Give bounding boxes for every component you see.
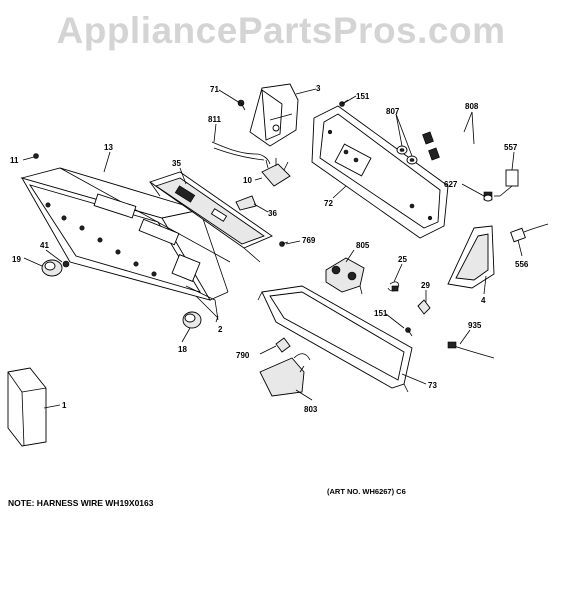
callout-151-top: 151 [356, 92, 370, 101]
harness-note: NOTE: HARNESS WIRE WH19X0163 [8, 498, 154, 508]
clip-790 [275, 337, 291, 353]
callout-935: 935 [468, 321, 482, 330]
trim-73 [257, 285, 413, 393]
switch-10 [261, 158, 291, 187]
wire-811 [211, 141, 271, 165]
callout-808: 808 [465, 102, 479, 111]
backsplash-72 [311, 105, 449, 239]
screw-71 [237, 99, 246, 111]
callout-627: 627 [444, 180, 458, 189]
callout-811: 811 [208, 115, 221, 124]
dispenser-803 [259, 353, 311, 397]
knob-19 [41, 259, 63, 277]
manual-1 [7, 367, 47, 447]
knob-18 [182, 311, 202, 329]
knob-41 [62, 260, 70, 268]
callout-1: 1 [62, 401, 67, 410]
clip-36 [235, 195, 257, 211]
callout-11: 11 [10, 156, 19, 165]
callout-556: 556 [515, 260, 529, 269]
callout-25: 25 [398, 255, 407, 264]
callout-18: 18 [178, 345, 187, 354]
screw-151-lower [405, 327, 413, 337]
callout-805: 805 [356, 241, 370, 250]
endcap-4 [447, 225, 495, 289]
callout-36: 36 [268, 209, 277, 218]
callout-2: 2 [218, 325, 223, 334]
watermark: AppliancePartsPros.com [56, 10, 506, 51]
callout-73: 73 [428, 381, 437, 390]
plug-627 [483, 194, 493, 202]
art-number: (ART NO. WH6267) C6 [327, 487, 406, 496]
callout-557: 557 [504, 143, 518, 152]
connector-25 [387, 281, 399, 292]
clip-29 [417, 299, 431, 315]
callout-19: 19 [12, 255, 21, 264]
hose-808 [422, 127, 493, 201]
callout-807: 807 [386, 107, 400, 116]
callout-35: 35 [172, 159, 181, 168]
callout-803: 803 [304, 405, 318, 414]
callout-151-lower: 151 [374, 309, 388, 318]
sensor-556 [510, 223, 549, 243]
callout-3: 3 [316, 84, 321, 93]
callout-29: 29 [421, 281, 430, 290]
control-board-35 [149, 171, 273, 263]
callout-769: 769 [302, 236, 316, 245]
callout-10: 10 [243, 176, 252, 185]
control-panel-13 [20, 167, 231, 301]
sensor-557 [494, 169, 519, 197]
callout-4: 4 [481, 296, 486, 305]
callout-72: 72 [324, 199, 333, 208]
valve-805 [325, 257, 365, 295]
callout-41: 41 [40, 241, 49, 250]
leader-lines [22, 88, 523, 409]
callout-labels: 71 3 151 807 808 811 13 11 35 10 557 627… [10, 84, 529, 414]
wire-935 [447, 341, 495, 359]
screw-11 [33, 153, 39, 159]
callout-71: 71 [210, 85, 219, 94]
housing-3 [249, 83, 299, 147]
screw-769 [279, 241, 289, 247]
callout-790: 790 [236, 351, 250, 360]
bracket-2 [185, 285, 219, 321]
callout-13: 13 [104, 143, 113, 152]
